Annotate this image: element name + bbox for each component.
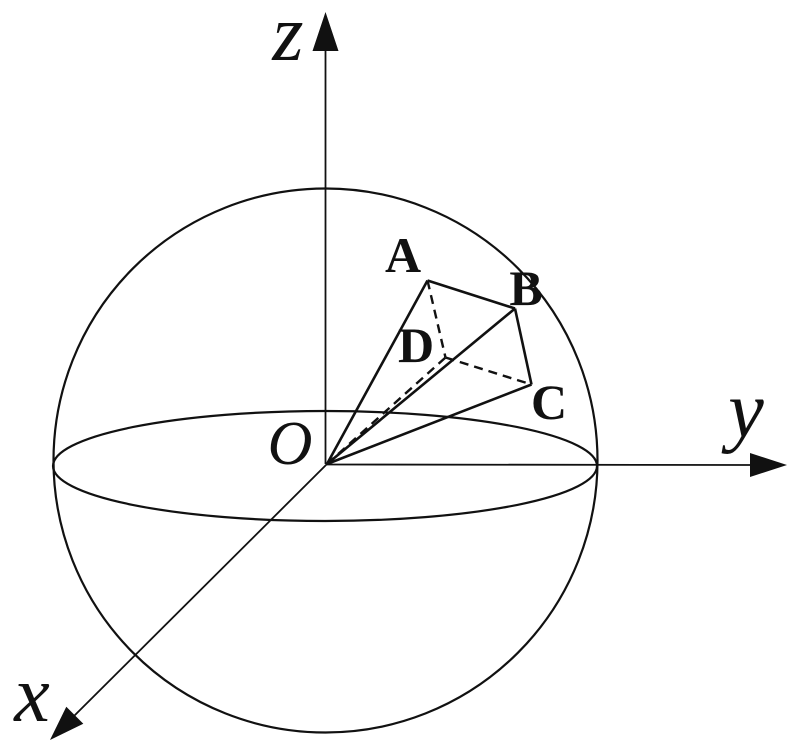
- x-axis-arrowhead-icon: [50, 706, 84, 740]
- vertex-b-label: B: [509, 260, 542, 316]
- edge-d-to-c-hidden: [445, 356, 532, 386]
- y-axis-arrowhead-icon: [750, 453, 787, 477]
- vertex-a-label: A: [385, 227, 421, 283]
- x-axis-label: x: [13, 651, 50, 739]
- vertex-c-label: C: [531, 374, 567, 430]
- edge-o-to-c: [326, 383, 532, 466]
- z-axis-label: z: [271, 0, 303, 78]
- edge-o-to-a: [325, 279, 429, 465]
- edge-o-to-d-hidden: [326, 356, 447, 465]
- z-axis-arrowhead-icon: [312, 12, 339, 51]
- edge-o-to-b: [326, 307, 516, 466]
- x-axis-line: [71, 463, 328, 719]
- edge-a-to-d-hidden: [426, 280, 447, 358]
- edge-a-to-b: [427, 279, 516, 310]
- vertex-d-label: D: [398, 317, 434, 373]
- edge-b-to-c: [513, 308, 533, 385]
- y-axis-line: [326, 463, 754, 466]
- origin-label: O: [268, 410, 313, 478]
- y-axis-label: y: [721, 367, 764, 455]
